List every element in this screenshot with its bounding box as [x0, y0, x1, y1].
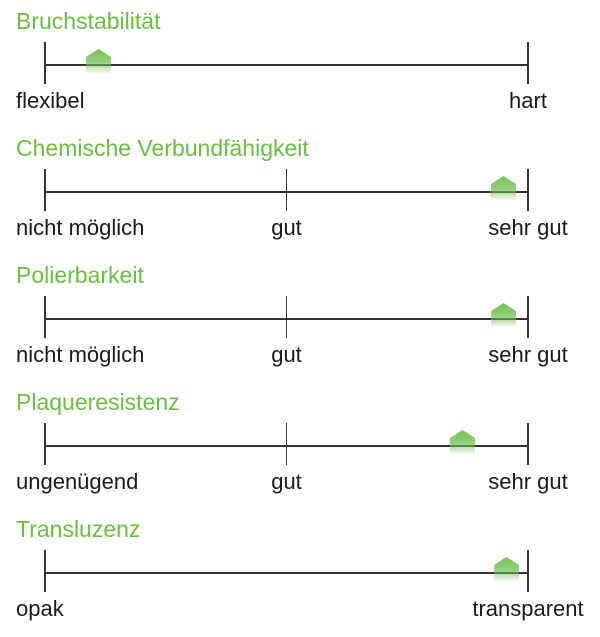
scale-tick	[285, 423, 288, 465]
scale-tick	[44, 169, 46, 211]
scale-title: Transluzenz	[16, 516, 141, 542]
scale-tick	[44, 423, 46, 465]
value-marker-icon	[491, 176, 517, 200]
scale-tick-label: nicht möglich	[16, 215, 145, 240]
value-marker-icon	[85, 49, 111, 73]
scale-tick-label: opak	[16, 596, 64, 621]
scale-tick-label: nicht möglich	[16, 342, 145, 367]
scale-tick	[285, 169, 288, 211]
scale-tick	[527, 296, 529, 338]
scale-tick	[44, 550, 46, 592]
scale-bruchstabilitat: Bruchstabilität flexibel hart	[0, 0, 600, 127]
scale-tick-label: hart	[509, 88, 547, 113]
scale-tick-label: gut	[271, 215, 302, 240]
scale-tick	[285, 296, 288, 338]
scale-title: Plaqueresistenz	[16, 389, 180, 415]
scale-tick-label: gut	[271, 469, 302, 494]
scale-tick	[44, 42, 46, 84]
scale-tick	[527, 550, 529, 592]
scale-tick	[44, 296, 46, 338]
scale-tick-label: sehr gut	[488, 215, 568, 240]
scale-tick-label: transparent	[472, 596, 584, 621]
scale-tick	[527, 42, 529, 84]
scale-title: Bruchstabilität	[16, 8, 161, 34]
scale-title: Polierbarkeit	[16, 262, 144, 288]
scale-tick-label: flexibel	[16, 88, 85, 113]
scale-polierbarkeit: Polierbarkeit nicht möglich gut sehr gut	[0, 254, 600, 381]
scale-tick-label: ungenügend	[16, 469, 139, 494]
value-marker-icon	[491, 303, 517, 327]
value-marker-icon	[493, 557, 519, 581]
scale-transluzenz: Transluzenz opak transparent	[0, 508, 600, 635]
scale-line	[45, 64, 528, 66]
scale-tick-label: sehr gut	[488, 469, 568, 494]
scale-tick	[527, 169, 529, 211]
scale-line	[45, 572, 528, 574]
scale-chemische-verbundfahigkeit: Chemische Verbundfähigkeit nicht möglich g…	[0, 127, 600, 254]
scale-tick-label: sehr gut	[488, 342, 568, 367]
scale-title: Chemische Verbundfähigkeit	[16, 135, 309, 161]
scale-plaqueresistenz: Plaqueresistenz ungenügend gut sehr gut	[0, 381, 600, 508]
value-marker-icon	[450, 430, 476, 454]
scale-tick-label: gut	[271, 342, 302, 367]
scale-tick	[527, 423, 529, 465]
